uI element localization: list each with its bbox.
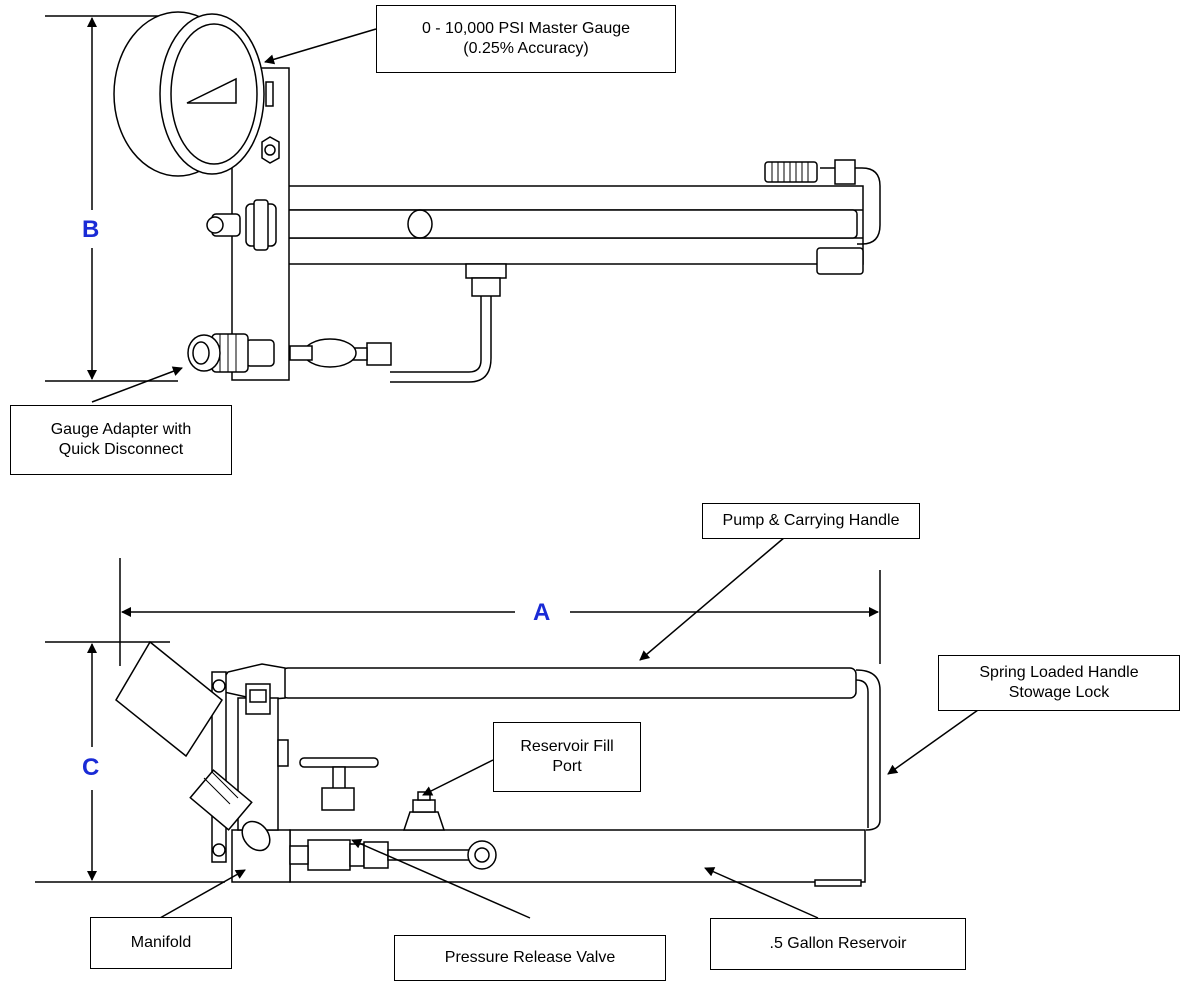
pump-handle-callout: Pump & Carrying Handle [702, 503, 920, 539]
reservoir-fill-callout: Reservoir Fill Port [493, 722, 641, 792]
gauge-adapter-callout: Gauge Adapter with Quick Disconnect [10, 405, 232, 475]
reservoir-fill-line1: Reservoir Fill [520, 738, 614, 755]
pressure-release-label: Pressure Release Valve [444, 949, 616, 966]
master-gauge-line2: (0.25% Accuracy) [463, 40, 589, 57]
top-view [45, 11, 881, 403]
dimension-c-label: C [82, 754, 100, 781]
spring-lock-line2: Stowage Lock [1008, 684, 1110, 701]
manifold-callout: Manifold [90, 917, 232, 969]
master-gauge-callout: 0 - 10,000 PSI Master Gauge (0.25% Accur… [376, 5, 676, 73]
dimension-b-label: B [82, 216, 100, 243]
gauge-adapter-line1: Gauge Adapter with [50, 421, 192, 438]
side-view [35, 536, 979, 919]
reservoir-fill-line2: Port [552, 758, 582, 775]
reservoir-label: .5 Gallon Reservoir [769, 935, 907, 952]
spring-lock-line1: Spring Loaded Handle [979, 664, 1139, 681]
pressure-release-callout: Pressure Release Valve [394, 935, 666, 981]
manifold-label: Manifold [130, 934, 192, 951]
dimension-a-label: A [533, 599, 551, 626]
master-gauge-line1: 0 - 10,000 PSI Master Gauge [421, 20, 631, 37]
spring-lock-callout: Spring Loaded Handle Stowage Lock [938, 655, 1180, 711]
reservoir-callout: .5 Gallon Reservoir [710, 918, 966, 970]
pump-handle-label: Pump & Carrying Handle [722, 512, 900, 529]
gauge-adapter-line2: Quick Disconnect [58, 441, 184, 458]
